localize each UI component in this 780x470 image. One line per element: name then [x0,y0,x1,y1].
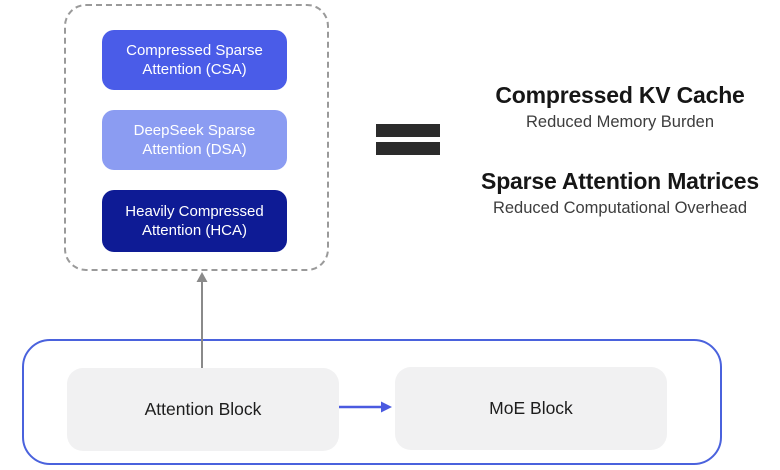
transformer-layer-container: Attention Block MoE Block [22,339,722,465]
equals-bar-top [376,124,440,137]
csa-label: Compressed Sparse Attention (CSA) [126,42,263,78]
equals-bar-bottom [376,142,440,155]
benefit-kv-cache: Compressed KV Cache Reduced Memory Burde… [455,82,780,133]
benefit-sparse-matrices-subtitle: Reduced Computational Overhead [492,199,748,217]
hca-label: Heavily Compressed Attention (HCA) [125,203,264,239]
csa-box: Compressed Sparse Attention (CSA) [102,30,287,90]
benefit-kv-cache-subtitle: Reduced Memory Burden [525,113,714,131]
attention-variants-group: Compressed Sparse Attention (CSA) DeepSe… [64,4,329,271]
attention-block: Attention Block [67,368,339,451]
dsa-label: DeepSeek Sparse Attention (DSA) [133,122,256,158]
equals-icon [376,124,440,155]
moe-block: MoE Block [395,367,667,450]
dsa-box: DeepSeek Sparse Attention (DSA) [102,110,287,170]
moe-block-label: MoE Block [489,398,573,418]
benefit-sparse-matrices-title: Sparse Attention Matrices [481,168,759,194]
attention-block-label: Attention Block [144,399,262,419]
benefit-sparse-matrices: Sparse Attention Matrices Reduced Comput… [455,168,780,219]
benefit-kv-cache-title: Compressed KV Cache [495,82,745,108]
hca-box: Heavily Compressed Attention (HCA) [102,190,287,252]
